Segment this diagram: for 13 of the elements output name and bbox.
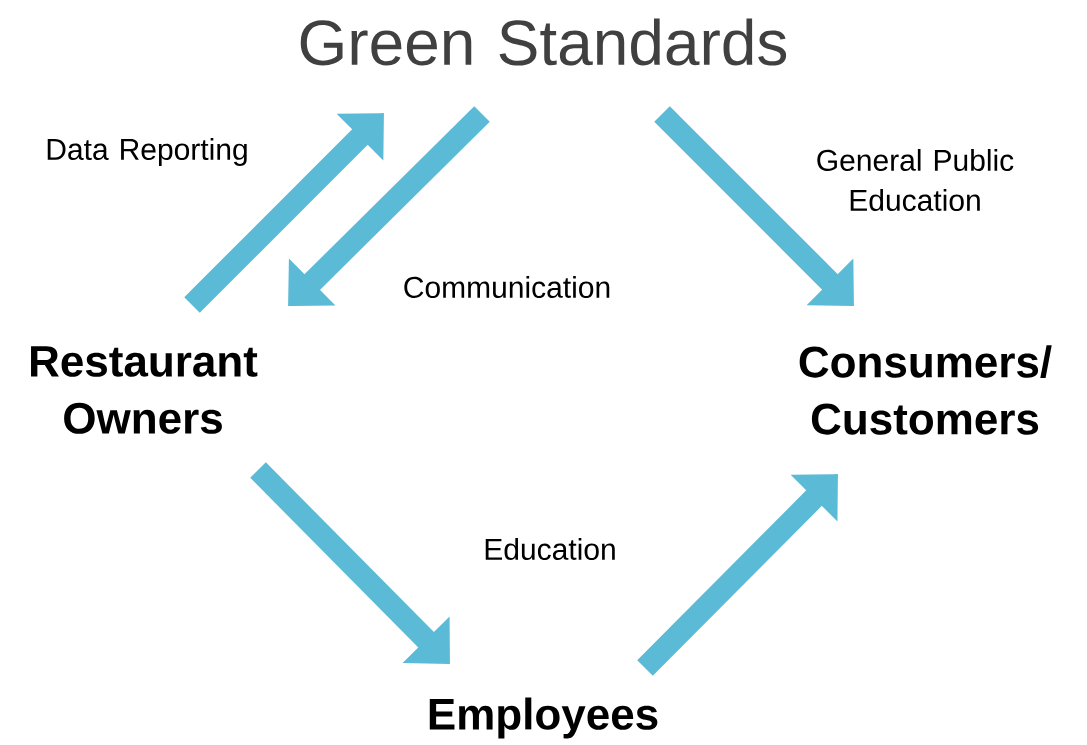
edge-label: Education [485,538,615,560]
node-label: Restaurant Owners [31,346,258,434]
edge-label: General Public Education [817,149,1014,211]
edge-label: Communication [404,276,610,298]
title-text: Green Standards [300,18,787,66]
node-label: Employees [429,697,658,739]
block-arrow [288,106,490,306]
edge-label: Data Reporting [47,138,247,166]
block-arrow [637,474,838,676]
block-arrow [184,113,384,313]
node-label: Consumers/ Customers [799,345,1052,435]
block-arrow [250,462,450,664]
block-arrow [654,106,854,306]
